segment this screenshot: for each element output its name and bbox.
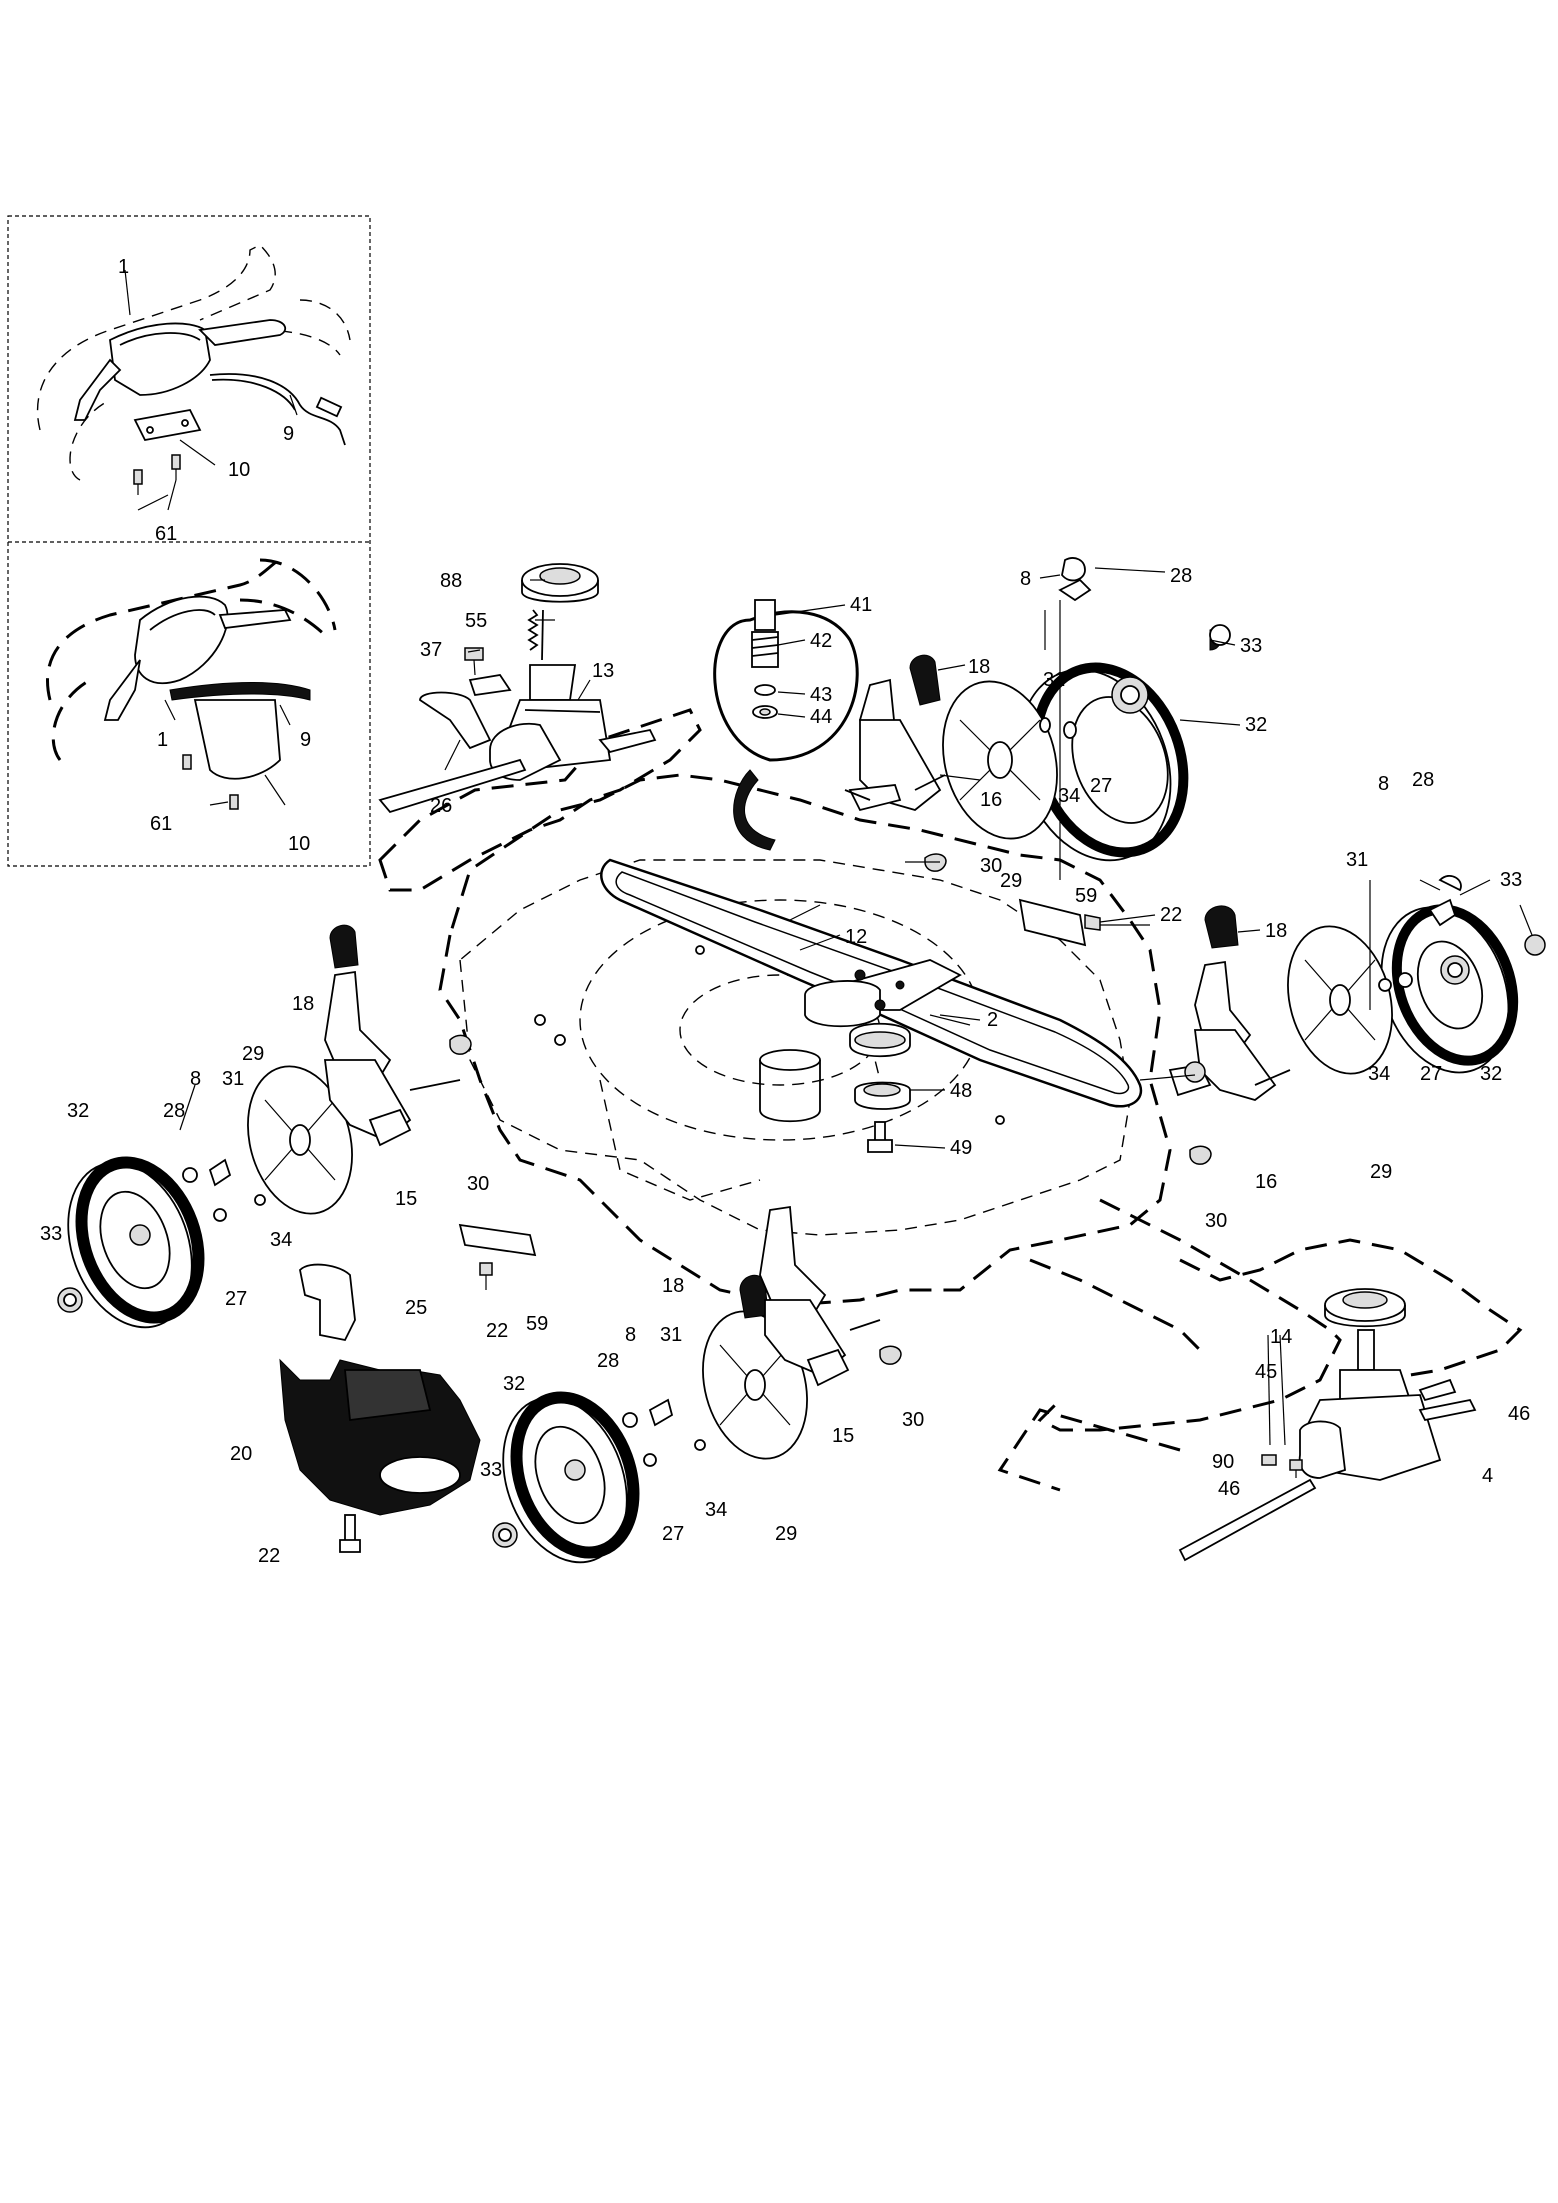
part-label: 55 — [465, 610, 487, 632]
part-label: 10 — [228, 459, 250, 481]
part-label: 9 — [300, 729, 311, 751]
part-label: 32 — [1480, 1063, 1502, 1085]
part-label: 16 — [1255, 1171, 1277, 1193]
part-label: 22 — [486, 1320, 508, 1342]
part-label: 33 — [480, 1459, 502, 1481]
part-label: 32 — [1245, 714, 1267, 736]
part-label: 4 — [1482, 1465, 1493, 1487]
part-label: 14 — [1270, 1326, 1292, 1348]
part-label: 22 — [1160, 904, 1182, 926]
part-label: 33 — [1240, 635, 1262, 657]
part-label: 22 — [258, 1545, 280, 1567]
part-label: 26 — [430, 795, 452, 817]
part-label: 32 — [503, 1373, 525, 1395]
part-label: 45 — [1255, 1361, 1277, 1383]
part-label: 9 — [283, 423, 294, 445]
part-label: 33 — [40, 1223, 62, 1245]
rear-right-wheel — [1287, 875, 1546, 1075]
part-label: 13 — [592, 660, 614, 682]
part-label: 8 — [1378, 773, 1389, 795]
part-label: 18 — [1265, 920, 1287, 942]
inset-handle-bottom — [46, 558, 337, 810]
part-number-labels: 1 9 10 61 1 9 61 10 88 55 37 13 26 41 42… — [40, 256, 1530, 1567]
front-left-wheel — [57, 1065, 353, 1329]
part-label: 18 — [968, 656, 990, 678]
part-label: 18 — [292, 993, 314, 1015]
part-label: 30 — [1205, 1210, 1227, 1232]
part-label: 8 — [1020, 568, 1031, 590]
part-label: 27 — [1420, 1063, 1442, 1085]
part-label: 15 — [832, 1425, 854, 1447]
part-label: 43 — [810, 684, 832, 706]
part-label: 48 — [950, 1080, 972, 1102]
part-label: 59 — [526, 1313, 548, 1335]
discharge-chute — [279, 1223, 537, 1553]
height-adjuster-right — [1018, 898, 1291, 1165]
part-label: 41 — [850, 594, 872, 616]
part-label: 46 — [1508, 1403, 1530, 1425]
part-label: 90 — [1212, 1451, 1234, 1473]
part-label: 37 — [420, 639, 442, 661]
part-label: 31 — [660, 1324, 682, 1346]
part-label: 61 — [155, 523, 177, 545]
part-label: 32 — [67, 1100, 89, 1122]
part-label: 25 — [405, 1297, 427, 1319]
part-label: 27 — [225, 1288, 247, 1310]
handle-inset-panel — [7, 215, 371, 867]
part-label: 10 — [288, 833, 310, 855]
part-label: 2 — [987, 1009, 998, 1031]
part-label: 16 — [980, 789, 1002, 811]
part-label: 31 — [222, 1068, 244, 1090]
part-label: 88 — [440, 570, 462, 592]
upper-transmission — [378, 563, 702, 892]
part-label: 30 — [467, 1173, 489, 1195]
part-label: 33 — [1500, 869, 1522, 891]
part-label: 29 — [1370, 1161, 1392, 1183]
part-label: 61 — [150, 813, 172, 835]
part-label: 8 — [625, 1324, 636, 1346]
part-label: 12 — [845, 926, 867, 948]
inset-handle-top — [36, 244, 351, 511]
part-label: 42 — [810, 630, 832, 652]
part-label: 28 — [1170, 565, 1192, 587]
part-label: 30 — [980, 855, 1002, 877]
part-label: 44 — [810, 706, 832, 728]
part-label: 34 — [705, 1499, 727, 1521]
height-adjuster-bottom — [739, 1205, 902, 1387]
lower-transmission — [997, 1198, 1523, 1562]
part-label: 1 — [157, 729, 168, 751]
part-label: 29 — [1000, 870, 1022, 892]
part-label: 34 — [270, 1229, 292, 1251]
leader-lines — [179, 567, 1533, 1149]
part-label: 30 — [902, 1409, 924, 1431]
height-adjuster-top — [844, 654, 947, 872]
part-label: 29 — [242, 1043, 264, 1065]
part-label: 27 — [662, 1523, 684, 1545]
part-label: 1 — [118, 256, 129, 278]
part-label: 28 — [163, 1100, 185, 1122]
part-label: 20 — [230, 1443, 252, 1465]
part-label: 34 — [1368, 1063, 1390, 1085]
part-label: 49 — [950, 1137, 972, 1159]
part-label: 27 — [1090, 775, 1112, 797]
part-label: 29 — [775, 1523, 797, 1545]
part-label: 28 — [597, 1350, 619, 1372]
cable-loop — [713, 599, 859, 851]
part-label: 34 — [1058, 785, 1080, 807]
part-label: 18 — [662, 1275, 684, 1297]
height-adjuster-left — [323, 924, 472, 1147]
part-label: 28 — [1412, 769, 1434, 791]
front-right-wheel — [492, 1310, 808, 1564]
part-label: 31 — [1043, 669, 1065, 691]
part-label: 31 — [1346, 849, 1368, 871]
part-label: 15 — [395, 1188, 417, 1210]
rear-right-wheel-top — [942, 557, 1231, 862]
part-label: 46 — [1218, 1478, 1240, 1500]
drive-belt-assembly — [600, 858, 1143, 1153]
part-label: 59 — [1075, 885, 1097, 907]
part-label: 8 — [190, 1068, 201, 1090]
